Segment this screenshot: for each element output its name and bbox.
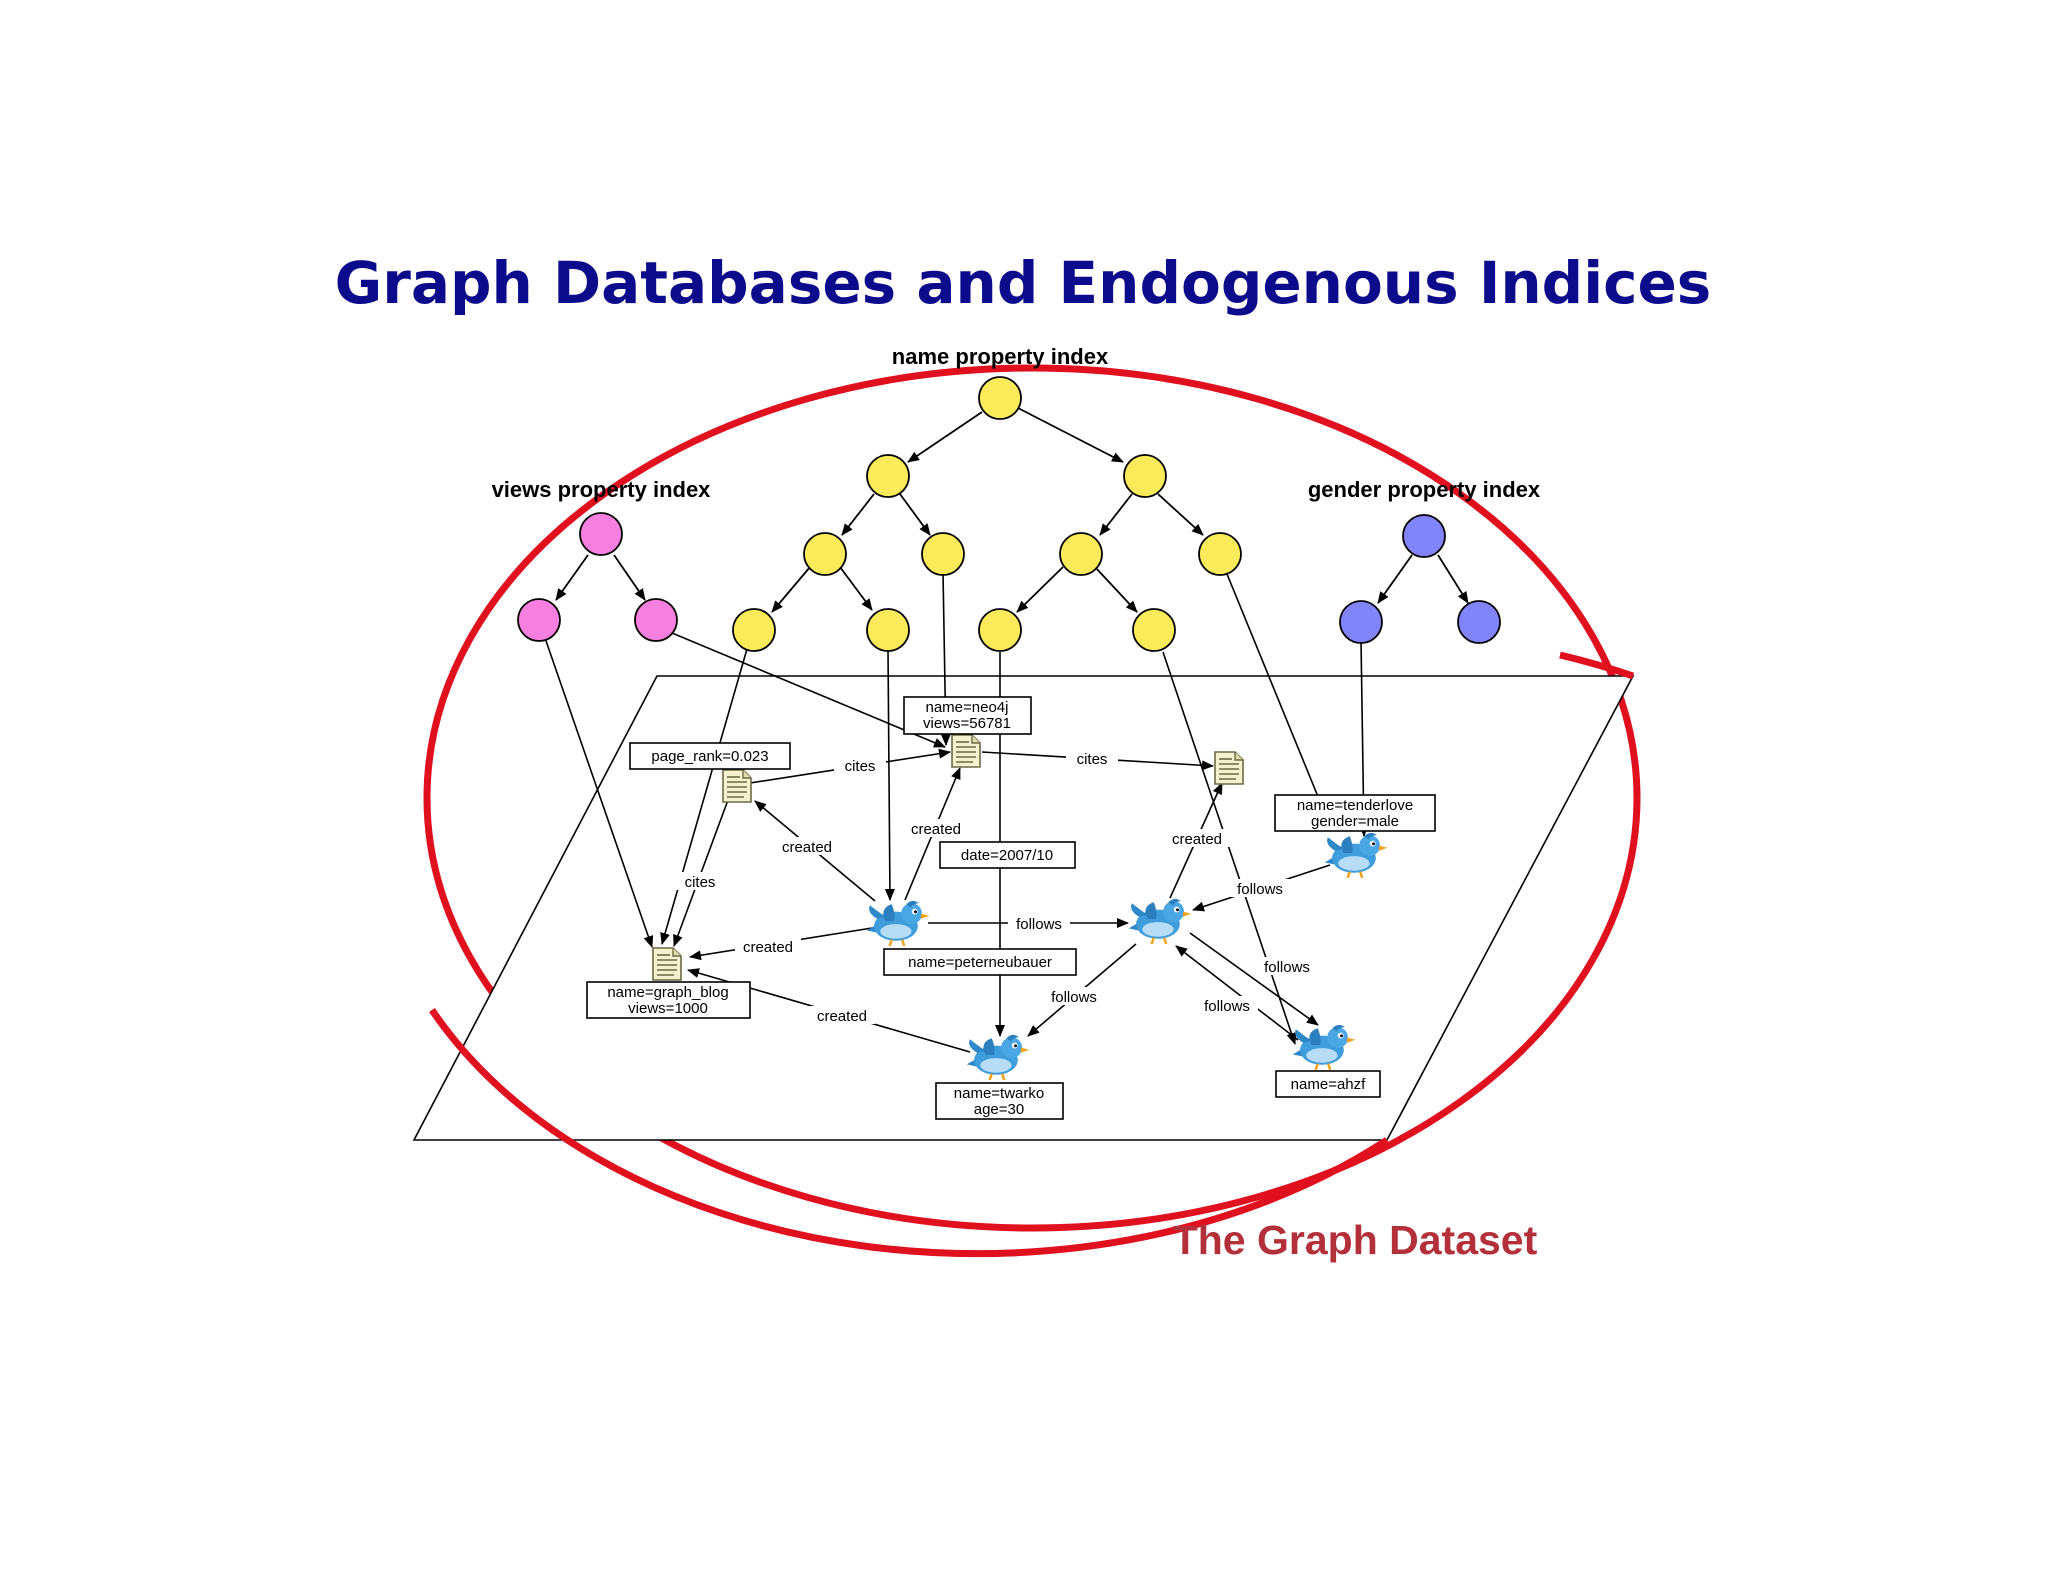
svg-text:name=tenderlove: name=tenderlove [1297, 797, 1413, 814]
edge-label-cites: cites [685, 874, 716, 891]
edge-label-follows: follows [1264, 959, 1310, 976]
views-index-node [579, 512, 623, 556]
document-icon [722, 769, 752, 803]
views-index-node [517, 598, 561, 642]
name-index-node [866, 608, 910, 652]
name-index-node [803, 532, 847, 576]
svg-text:views=1000: views=1000 [628, 1000, 708, 1017]
views-index-node [634, 598, 678, 642]
edge-label-created: created [743, 939, 793, 956]
gender-index-node [1339, 600, 1383, 644]
edge-label-created: created [782, 839, 832, 856]
property-box-page-rank: page_rank=0.023 [629, 742, 791, 770]
dataset-ellipse-front-arc [429, 1008, 1389, 1258]
edge-label-cites: cites [1077, 751, 1108, 768]
svg-text:age=30: age=30 [974, 1101, 1024, 1118]
svg-text:name=graph_blog: name=graph_blog [607, 984, 728, 1001]
svg-text:date=2007/10: date=2007/10 [961, 847, 1053, 864]
gender-index-tree-edges [1377, 554, 1469, 604]
name-index-node [921, 532, 965, 576]
gender-index-nodes [1339, 514, 1501, 644]
svg-text:name=neo4j: name=neo4j [926, 699, 1009, 716]
name-index-node [1198, 532, 1242, 576]
svg-text:name=twarko: name=twarko [954, 1085, 1044, 1102]
edge-label-cites: cites [845, 758, 876, 775]
dataset-label: The Graph Dataset [1173, 1217, 1538, 1263]
name-index-node [978, 608, 1022, 652]
graph-dataset-ellipse [423, 364, 1641, 1232]
name-index-node [1123, 454, 1167, 498]
views-index-nodes [517, 512, 678, 642]
graph-plane [412, 675, 1635, 1141]
property-box-tenderlove: name=tenderlove gender=male [1274, 794, 1436, 832]
name-index-node [1132, 608, 1176, 652]
property-box-neo4j: name=neo4j views=56781 [903, 696, 1032, 735]
edge-label-follows: follows [1204, 998, 1250, 1015]
gender-index-node [1402, 514, 1446, 558]
svg-text:page_rank=0.023: page_rank=0.023 [651, 748, 768, 765]
page-title: Graph Databases and Endogenous Indices [335, 249, 1712, 317]
svg-text:name=peterneubauer: name=peterneubauer [908, 954, 1052, 971]
edge-label-follows: follows [1016, 916, 1062, 933]
svg-text:gender=male: gender=male [1311, 813, 1399, 830]
gender-index-node [1457, 600, 1501, 644]
views-index-tree-edges [555, 554, 646, 601]
name-index-nodes [732, 376, 1242, 652]
property-box-twarko: name=twarko age=30 [935, 1082, 1064, 1120]
edge-label-created: created [817, 1008, 867, 1025]
document-icon [652, 947, 682, 981]
svg-text:name=ahzf: name=ahzf [1291, 1076, 1366, 1093]
edge-label-created: created [911, 821, 961, 838]
svg-text:views=56781: views=56781 [923, 715, 1011, 732]
property-box-ahzf: name=ahzf [1275, 1070, 1381, 1098]
name-index-node [732, 608, 776, 652]
edge-label-follows: follows [1051, 989, 1097, 1006]
name-index-tree-edges [771, 407, 1204, 613]
edge-labels: cites cites cites created created create… [674, 749, 1318, 1025]
views-index-label: views property index [492, 477, 712, 502]
document-icon [1214, 751, 1244, 785]
gender-index-label: gender property index [1308, 477, 1541, 502]
dataset-ellipse-front-arc-right [1559, 651, 1635, 680]
edge-label-follows: follows [1237, 881, 1283, 898]
property-box-date: date=2007/10 [939, 841, 1076, 869]
name-index-node [978, 376, 1022, 420]
name-index-label: name property index [892, 344, 1109, 369]
edge-label-created: created [1172, 831, 1222, 848]
property-box-graph-blog: name=graph_blog views=1000 [586, 981, 751, 1019]
property-box-peterneubauer: name=peterneubauer [883, 948, 1077, 976]
name-index-node [1059, 532, 1103, 576]
name-index-node [866, 454, 910, 498]
document-icon [951, 734, 981, 768]
